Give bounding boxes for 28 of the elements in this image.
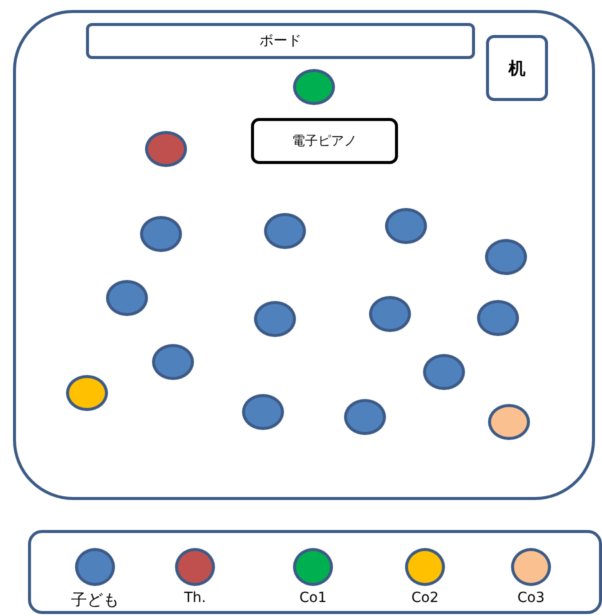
legend-label: Co1	[298, 590, 328, 606]
seat-circle	[423, 354, 465, 390]
seat-circle	[140, 216, 182, 252]
seat-circle	[369, 296, 411, 332]
legend-label: 子ども	[70, 590, 120, 611]
legend-label: Co3	[516, 590, 546, 606]
desk-box	[486, 35, 548, 101]
seat-circle	[488, 404, 530, 440]
piano-box	[251, 118, 398, 164]
room-outline	[13, 10, 595, 500]
label-text: ボード	[260, 32, 302, 50]
seat-circle	[344, 399, 386, 435]
seat-circle	[242, 394, 284, 430]
seat-circle	[477, 300, 519, 336]
seat-circle	[66, 375, 108, 411]
seat-circle	[293, 69, 335, 105]
seat-circle	[485, 239, 527, 275]
seat-circle	[152, 344, 194, 380]
seat-circle	[385, 208, 427, 244]
legend-label: Th.	[183, 590, 207, 606]
board-box	[86, 23, 475, 59]
seat-circle	[264, 213, 306, 249]
label-text: 机	[508, 58, 526, 80]
seat-circle	[106, 280, 148, 316]
legend-label: Co2	[410, 590, 440, 606]
label-text: 電子ピアノ	[292, 133, 357, 150]
seat-circle	[254, 301, 296, 337]
seat-circle	[145, 131, 187, 167]
